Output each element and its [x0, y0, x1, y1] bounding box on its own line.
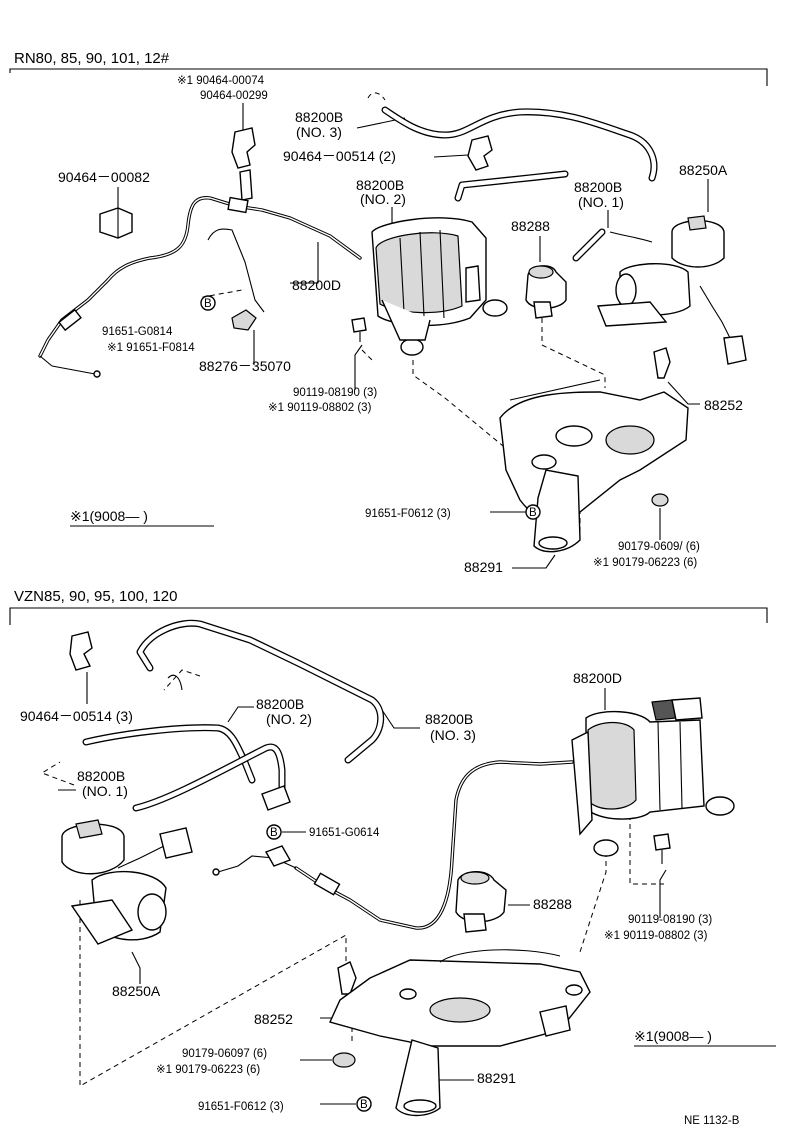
bottom-part-label: 88200B: [425, 711, 473, 727]
bottom-part-label: ※1 90179-06223 (6): [156, 1064, 260, 1076]
top-part-label: ※1 90119-08802 (3): [268, 402, 372, 414]
bottom-part-label: (NO. 3): [430, 727, 476, 743]
bottom-part-label: 88200D: [573, 670, 622, 686]
svg-text:B: B: [529, 507, 537, 519]
top-part-label: 88276－35070: [199, 358, 291, 374]
top-part-label: 88252: [704, 397, 743, 413]
bottom-leader-lines: [58, 672, 667, 1105]
bottom-bolt-mark: B: [356, 1096, 372, 1112]
top-part-88288: [525, 265, 567, 319]
top-part-label: 90119-08190 (3): [293, 387, 377, 399]
top-part-label: 90464－00082: [58, 169, 150, 185]
bottom-bolt-mark: B: [266, 824, 282, 840]
bottom-part-label: 88252: [254, 1011, 293, 1027]
top-part-label: 91651-G0814: [102, 326, 173, 338]
bottom-part-label: (NO. 1): [82, 783, 128, 799]
bottom-bolt-icon: [653, 833, 671, 864]
bottom-part-label: 88200B: [256, 696, 304, 712]
footer-code: NE 1132-B: [684, 1115, 740, 1127]
bottom-part-label: 88291: [477, 1070, 516, 1086]
top-part-label: 91651-F0612 (3): [365, 508, 451, 520]
bottom-part-label: 90179-06097 (6): [182, 1048, 267, 1060]
top-nut-icon: [651, 493, 669, 507]
top-part-label: ※1 90464-00074: [177, 75, 265, 87]
bottom-part-label: 88200B: [77, 768, 125, 784]
top-part-label: 90179-0609/ (6): [618, 541, 700, 553]
top-hose-clip-icon: [231, 127, 256, 201]
top-actuator-88200d: [371, 217, 508, 356]
top-bolt-icon: [351, 317, 367, 342]
top-hose-no1: [572, 228, 653, 262]
bottom-hose-clip-icon: [69, 631, 93, 671]
top-clamp-icon: [99, 207, 133, 239]
bottom-nut-icon: [332, 1052, 356, 1068]
bottom-part-label: 91651-G0614: [309, 827, 380, 839]
bottom-part-label: 90119-08190 (3): [628, 914, 712, 926]
top-part-label: 88200B: [295, 109, 343, 125]
bottom-throttle-cable: [212, 760, 574, 930]
top-part-label: 88200B: [356, 177, 404, 193]
top-bracket-88291: [499, 379, 689, 553]
bottom-actuator-88200d: [571, 697, 735, 857]
top-bolt-mark: B: [525, 504, 541, 520]
top-part-label: 88288: [511, 218, 550, 234]
top-part-label: 90464-00299: [200, 90, 268, 102]
top-part-88252: [653, 347, 671, 379]
top-hose-no2: [454, 170, 569, 202]
bottom-part-label: 88288: [533, 896, 572, 912]
bottom-part-label: 91651-F0612 (3): [198, 1101, 284, 1113]
top-part-label: ※1 91651-F0814: [107, 342, 195, 354]
bottom-hose-no3: [136, 619, 385, 764]
top-part-label: (NO. 1): [578, 194, 624, 210]
top-part-label: 88200B: [574, 179, 622, 195]
top-period-note: ※1(9008— ): [70, 508, 148, 524]
top-part-label: (NO. 3): [296, 124, 342, 140]
top-section-bracket: [9, 68, 768, 86]
bottom-vsv-88250a: [61, 819, 193, 945]
bottom-model-header: VZN85, 90, 95, 100, 120: [14, 588, 177, 605]
top-part-label: 88291: [464, 559, 503, 575]
bottom-part-label: 88250A: [112, 983, 161, 999]
bottom-part-label: 90464－00514 (3): [20, 708, 133, 724]
bottom-part-88252: [337, 961, 357, 995]
bottom-hose-no2: [82, 724, 256, 784]
top-part-label: 88200D: [292, 277, 341, 293]
top-hose-no3: [367, 92, 658, 182]
svg-text:B: B: [270, 827, 278, 839]
bottom-part-label: (NO. 2): [266, 711, 312, 727]
top-part-label: 88250A: [679, 162, 728, 178]
bottom-period-note: ※1(9008— ): [634, 1028, 712, 1044]
top-model-header: RN80, 85, 90, 101, 12#: [14, 50, 170, 67]
top-part-label: ※1 90179-06223 (6): [593, 557, 697, 569]
top-cable-bracket: [207, 228, 265, 331]
bottom-hose-no1: [132, 743, 291, 812]
top-throttle-cable: [38, 196, 362, 378]
svg-text:B: B: [204, 298, 212, 310]
top-part-label: 90464－00514 (2): [283, 148, 396, 164]
bottom-bracket-88291: [329, 949, 591, 1117]
svg-text:B: B: [360, 1099, 368, 1111]
top-vsv-88250a: [596, 215, 747, 365]
top-part-label: (NO. 2): [360, 191, 406, 207]
bottom-part-88288: [455, 871, 507, 933]
top-hose-clip-icon: [467, 135, 493, 171]
bottom-section-bracket: [9, 607, 768, 625]
top-bolt-mark: B: [200, 295, 216, 311]
bottom-part-label: ※1 90119-08802 (3): [604, 930, 708, 942]
